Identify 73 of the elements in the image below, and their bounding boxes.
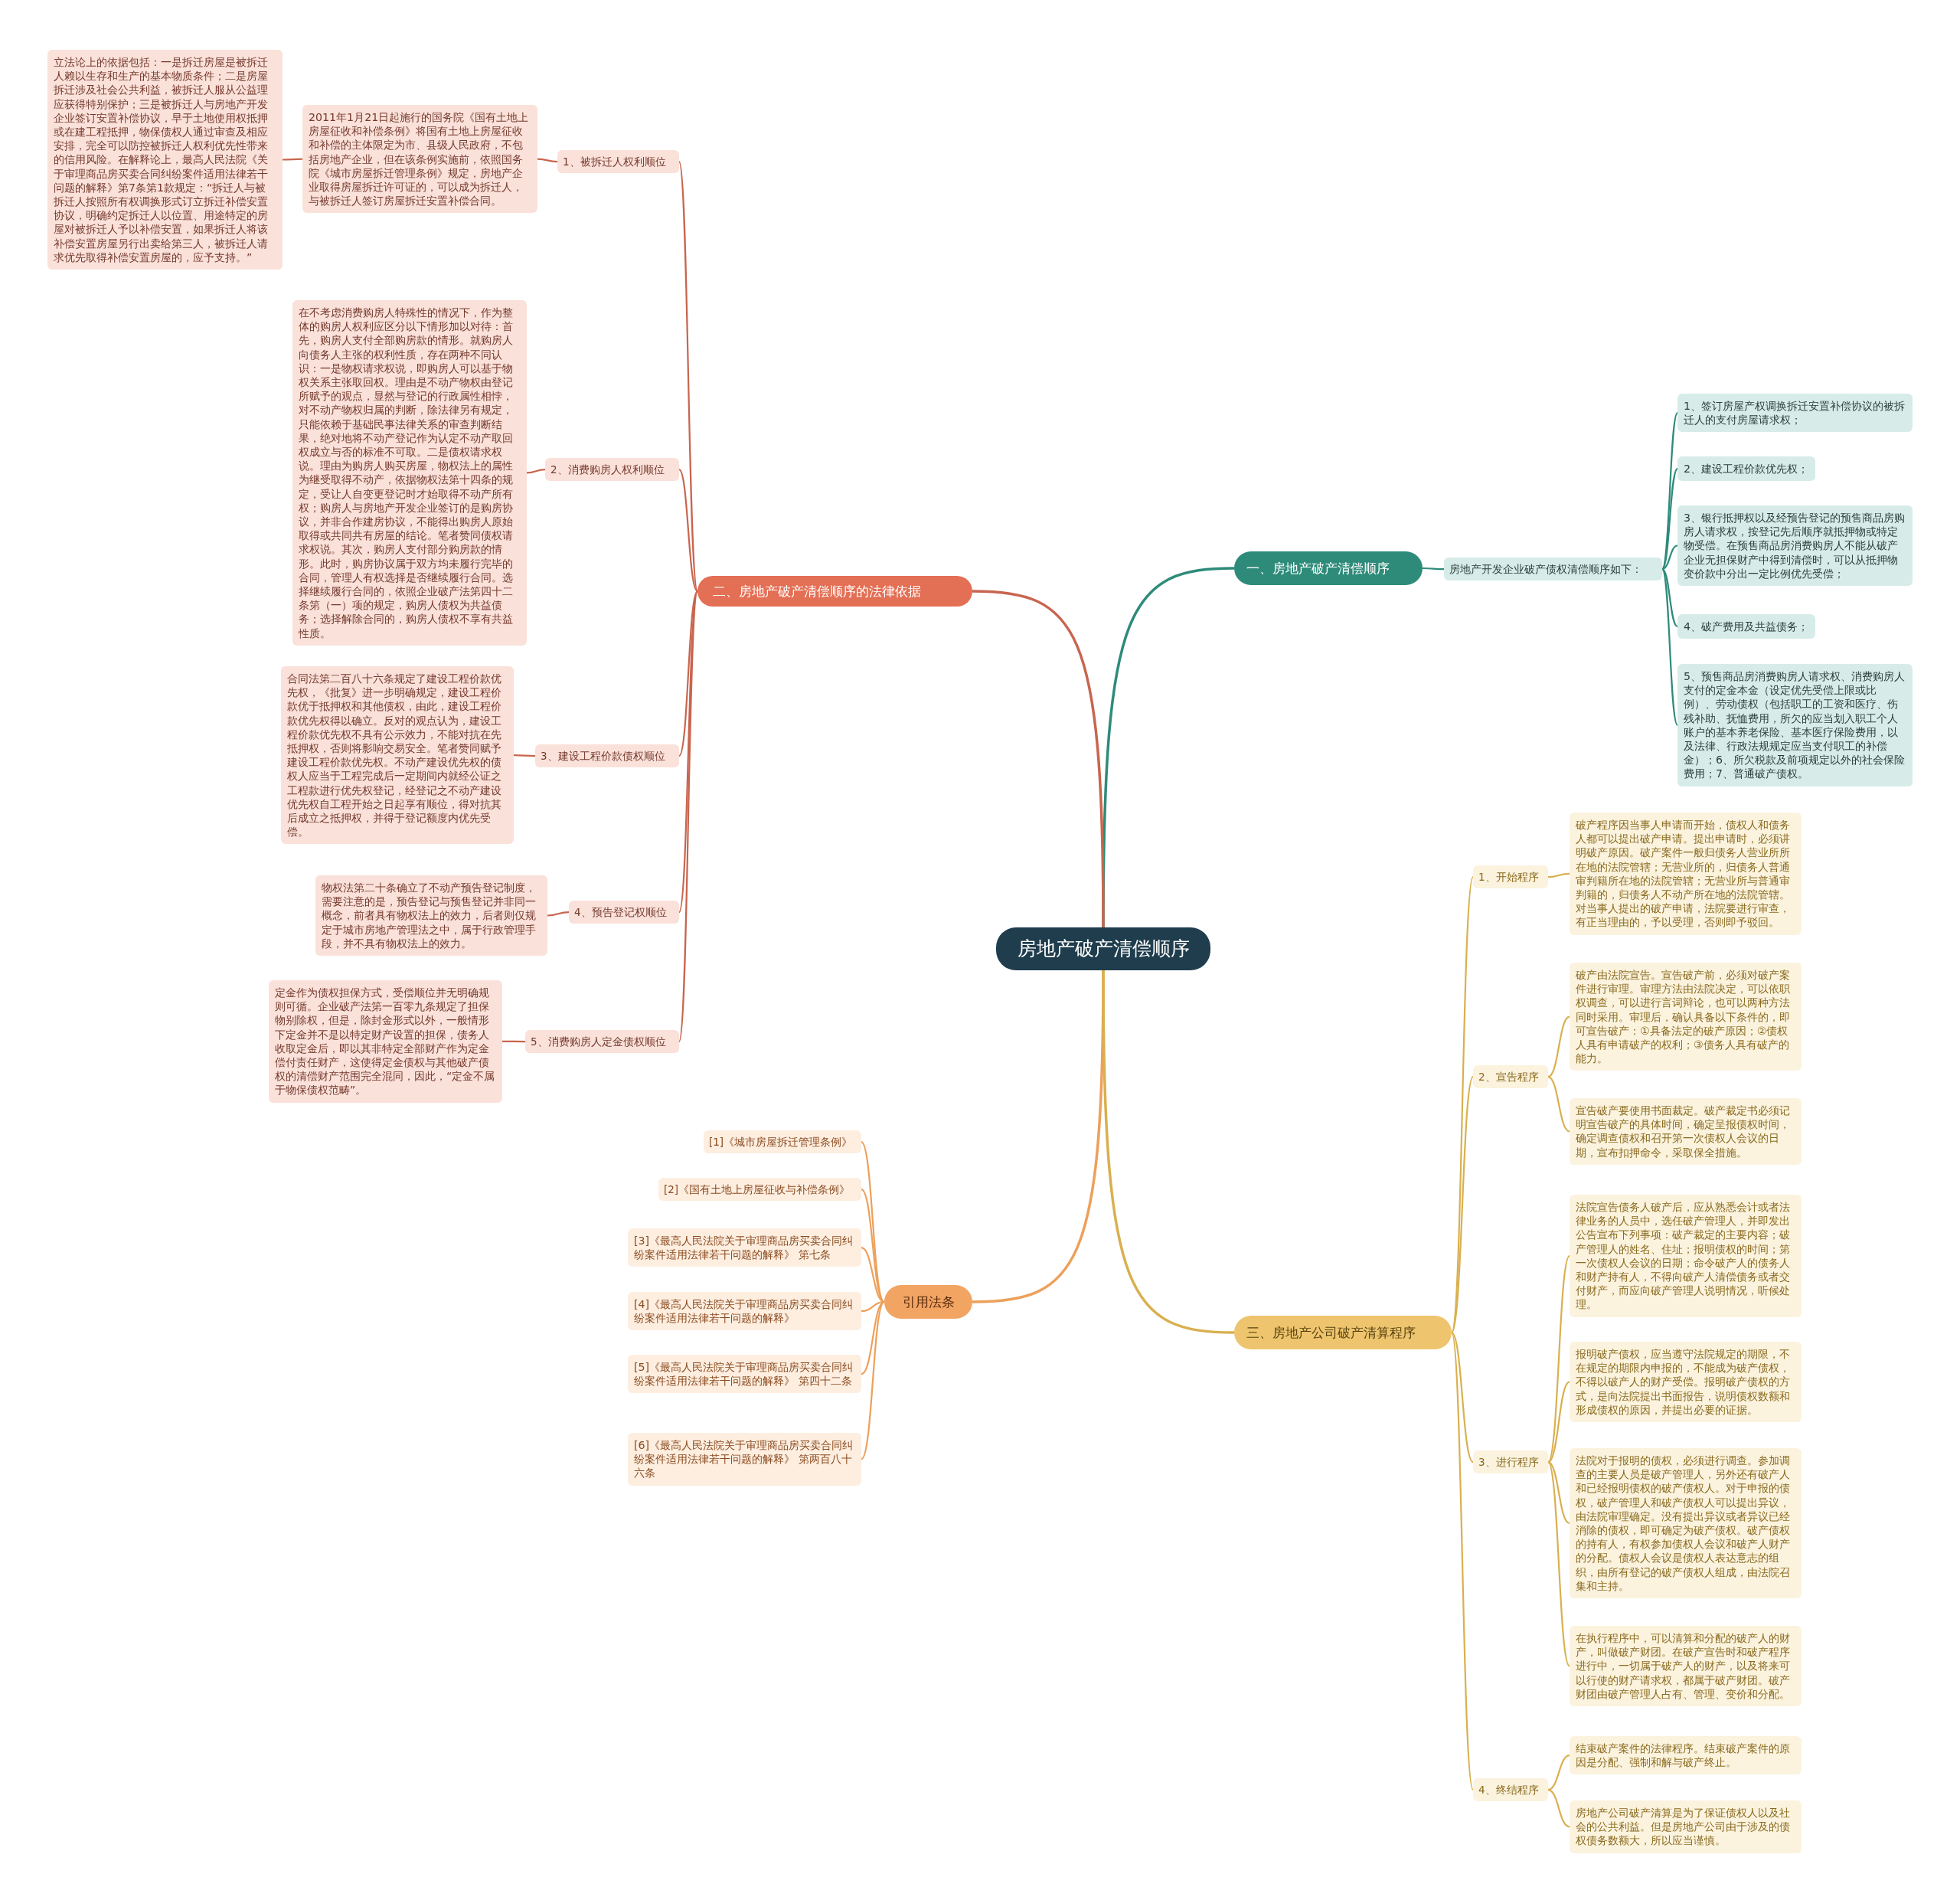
note-box: 在执行程序中，可以清算和分配的破产人的财产，叫做破产财团。在破产宣告时和破产程序进行中，一切属于破产人的财产，以及将来可以行使的财产请求权，都属于破产财团。破产财团由破产管理人占有、管理、变价和分配。 [1570, 1626, 1802, 1706]
connector-line [1547, 1255, 1570, 1463]
note-box: 宣告破产要使用书面裁定。破产裁定书必须记明宣告破产的具体时间，确定呈报债权时间，确定调查债权和召开第一次债权人会议的日期，宣布扣押命令，采取保全措施。 [1570, 1098, 1802, 1165]
connector-line [1547, 872, 1570, 878]
branch-topic: 三、房地产公司破产清算程序 [1234, 1316, 1452, 1349]
note-box: 在不考虑消费购房人特殊性的情况下，作为整体的购房人权利应区分以下情形加以对待：首先，购房人支付全部购房款的情形。就购房人向债务人主张的权利性质，存在两种不同认识：一是物权请求权说，即购房人可以基于物权关系主张取回权。理由是不动产物权由登记所赋予的观点，显然与登记的行政属性相悖，对不动产物权归属的判断，除法律另有规定，只能依赖于基础民事法律关系的审查判断结果，绝对地将不动产登记作为认定不动产取回权成立与否的标准不可取。二是债权请求权说。理由为购房人购买房屋，物权法上的属性为继受取得不动产，依据物权法第十四条的规定，受让人自变更登记时才始取得不动产所有权；购房人与房地产开发企业签订的是购房协议，并非合作建房协议，不能得出购房人原始取得或共同共有房屋的结论。笔者赞同债权请求权说。其次，购房人支付部分购房款的情形。此时，购房协议属于双方均未履行完毕的合同，管理人有权选择是否继续履行合同。选择继续履行合同的，依照企业破产法第四十二条第（一）项的规定，购房人债权为共益债务；选择解除合同的，购房人债权不享有共益性质。 [292, 300, 527, 646]
subtopic-box: 1、被拆迁人权利顺位 [557, 150, 679, 174]
reference-box: [6]《最高人民法院关于审理商品房买卖合同纠纷案件适用法律若干问题的解释》 第两百八十六条 [628, 1433, 861, 1486]
reference-box: [1]《城市房屋拆迁管理条例》 [704, 1130, 861, 1154]
note-box: 定金作为债权担保方式，受偿顺位并无明确规则可循。企业破产法第一百零九条规定了担保物别除权，但是，除封金形式以外，一般情形下定金并不是以特定财产设置的担保，债务人收取定金后，即以其非特定全部财产作为定金偿付责任财产，这使得定金债权与其他破产债权的清偿财产范围完全混同，因此，“定金不属于物保债权范畴”。 [269, 980, 502, 1103]
connector-line [678, 590, 699, 913]
connector-line [537, 158, 558, 163]
note-box: 1、签订房屋产权调换拆迁安置补偿协议的被拆迁人的支付房屋请求权； [1677, 394, 1913, 433]
note-box: 合同法第二百八十六条规定了建设工程价款优先权，《批复》进一步明确规定，建设工程价款优于抵押权和其他债权，由此，建设工程价款优先权得以确立。反对的观点认为，建设工程价款优先权不具有公示效力，不能对抗在先抵押权，否则将影响交易安全。笔者赞同赋予建设工程价款优先权。不动产建设优先权的债权人应当于工程完成后一定期间内就经公证之工程款进行优先权登记，经登记之不动产建设优先权自工程开始之日起享有顺位，得对抗其后成立之抵押权，并得于登记额度内优先受偿。 [281, 666, 514, 845]
connector-line [283, 158, 302, 161]
note-box: 3、银行抵押权以及经预告登记的预售商品房购房人请求权，按登记先后顺序就抵押物或特定物受偿。在预售商品房消费购房人不能从破产企业无担保财产中得到清偿时，可以从抵押物变价款中分出一定比例优先受偿； [1677, 505, 1913, 586]
connector-line [1547, 1461, 1570, 1524]
note-box: 立法论上的依据包括：一是拆迁房屋是被拆迁人赖以生存和生产的基本物质条件；二是房屋拆迁涉及社会公共利益，被拆迁人服从公益理应获得特别保护；三是被拆迁人与房地产开发企业签订安置补偿协议，早于土地使用权抵押或在建工程抵押，物保债权人通过审查及相应安排，完全可以防控被拆迁人权利优先性带来的信用风险。在解释论上，最高人民法院《关于审理商品房买卖合同纠纷案件适用法律若干问题的解释》第7条第1款规定：“拆迁人与被拆迁人按照所有权调换形式订立拆迁补偿安置协议，明确约定拆迁人以位置、用途特定的房屋对被拆迁人予以补偿安置，如果拆迁人将该补偿安置房屋另行出卖给第三人，被拆迁人请求优先取得补偿安置房屋的，应予支持。” [47, 50, 283, 270]
connector-line [678, 469, 698, 592]
connector-line [1547, 1789, 1570, 1828]
connector-line [861, 1189, 885, 1303]
note-box: 结束破产案件的法律程序。结束破产案件的原因是分配、强制和解与破产终止。 [1570, 1736, 1802, 1775]
note-box: 法院对于报明的债权，必须进行调查。参加调查的主要人员是破产管理人，另外还有破产人和已经报明债权的破产债权人。对于申报的债权，破产管理人和破产债权人可以提出异议，由法院审理确定。没有提出异议或者异议已经消除的债权，即可确定为破产债权。破产债权的持有人，有权参加债权人会议和破产人财产的分配。债权人会议是债权人表达意志的组织，由所有登记的破产债权人组成，由法院召集和主持。 [1570, 1448, 1802, 1599]
connector-line [1547, 1015, 1570, 1078]
connector-line [1423, 567, 1444, 571]
subtopic-box: 2、宣告程序 [1473, 1065, 1548, 1089]
connector-line [526, 469, 546, 474]
connector-line [1547, 1461, 1570, 1667]
note-box: 法院宣告债务人破产后，应从熟悉会计或者法律业务的人员中，选任破产管理人，并即发出公告宣布下列事项：破产裁定的主要内容；破产管理人的姓名、住址；报明债权的时间；第一次债权人会议的日期；命令破产人的债务人和财产持有人，不得向破产人清偿债务或者交付财产，而应向破产管理人说明情况，听候处理。 [1570, 1195, 1802, 1317]
connector-line [1661, 568, 1678, 627]
subtopic-box: 1、开始程序 [1473, 865, 1548, 889]
note-box: 破产程序因当事人申请而开始，债权人和债务人都可以提出破产申请。提出申请时，必须讲明破产原因。破产案件一般归债务人营业所所在地的法院管辖；无营业所的，归债务人普通审判籍所在地的法院管辖；无营业所与普通审判籍的，归债务人不动产所在地的法院管辖。对当事人提出的破产申请，法院要进行审查，有正当理由的，予以受理，否则即予驳回。 [1570, 813, 1802, 935]
connector-line [972, 590, 1105, 927]
connector-line [678, 590, 698, 757]
reference-box: [4]《最高人民法院关于审理商品房买卖合同纠纷案件适用法律若干问题的解释》 [628, 1292, 861, 1331]
connector-line [1547, 1381, 1570, 1463]
connector-line [1547, 1076, 1570, 1133]
subtopic-box: 房地产开发企业破产债权清偿顺序如下： [1444, 558, 1662, 581]
note-box: 2、建设工程价款优先权； [1677, 456, 1815, 482]
connector-line [514, 754, 535, 757]
central-topic: 房地产破产清偿顺序 [996, 927, 1210, 970]
reference-box: [2]《国有土地上房屋征收与补偿条例》 [658, 1178, 861, 1202]
connector-line [1661, 468, 1678, 570]
subtopic-box: 5、消费购房人定金债权顺位 [525, 1030, 679, 1054]
connector-line [1451, 1332, 1474, 1463]
subtopic-box: 3、建设工程价款债权顺位 [535, 744, 679, 768]
connector-line [861, 1301, 885, 1375]
connector-line [1661, 544, 1678, 571]
connector-line [1661, 568, 1678, 726]
note-box: 破产由法院宣告。宣告破产前，必须对破产案件进行审理。审理方法由法院决定，可以依职权调查，可以进行言词辩论，也可以两种方法同时采用。审理后，确认具备以下条件的，即可宣告破产：①具备法定的破产原因；②债权人具有申请破产的权利；③债务人具有破产的能力。 [1570, 963, 1802, 1071]
note-box: 物权法第二十条确立了不动产预告登记制度，需要注意的是，预告登记与预售登记并非同一概念，前者具有物权法上的效力，后者则仅规定于城市房地产管理法之中，属于行政管理手段，并不具有物权法上的效力。 [315, 875, 547, 956]
connector-line [1451, 1076, 1474, 1333]
connector-line [1547, 1754, 1570, 1791]
note-box: 5、预售商品房消费购房人请求权、消费购房人支付的定金本金（设定优先受偿上限或比例）、劳动债权（包括职工的工资和医疗、伤残补助、抚恤费用，所欠的应当划入职工个人账户的基本养老保险、基本医疗保险费用，以及法律、行政法规规定应当支付职工的补偿金）；6、所欠税款及前项规定以外的社会保险费用；7、普通破产债权。 [1677, 664, 1913, 786]
note-box: 报明破产债权，应当遵守法院规定的期限，不在规定的期限内申报的，不能成为破产债权，不得以破产人的财产受偿。报明破产债权的方式，是向法院提出书面报告，说明债权数额和形成债权的原因，并提出必要的证据。 [1570, 1342, 1802, 1422]
connector-line [678, 161, 699, 592]
connector-line [1450, 1332, 1475, 1790]
connector-line [547, 911, 570, 917]
branch-topic: 二、房地产破产清偿顺序的法律依据 [697, 576, 972, 607]
note-box: 4、破产费用及共益债务； [1677, 614, 1815, 639]
reference-box: [5]《最高人民法院关于审理商品房买卖合同纠纷案件适用法律若干问题的解释》 第四十二条 [628, 1355, 861, 1394]
subtopic-box: 2、消费购房人权利顺位 [545, 458, 679, 482]
connector-line [1102, 970, 1235, 1334]
branch-topic: 一、房地产破产清偿顺序 [1234, 551, 1423, 585]
note-box: 2011年1月21日起施行的国务院《国有土地上房屋征收和补偿条例》将国有土地上房屋征收和补偿的主体限定为市、县级人民政府，不包括房地产企业，但在该条例实施前，依照国务院《城市房屋拆迁管理条例》规定，房地产企业取得房屋拆迁许可证的，可以成为拆迁人，与被拆迁人签订房屋拆迁安置补偿合同。 [302, 105, 537, 214]
note-box: 房地产公司破产清算是为了保证债权人以及社会的公共利益。但是房地产公司由于涉及的债权债务数额大，所以应当谨慎。 [1570, 1800, 1802, 1853]
subtopic-box: 3、进行程序 [1473, 1450, 1548, 1474]
connector-line [861, 1301, 885, 1460]
subtopic-box: 4、预告登记权顺位 [569, 901, 679, 924]
branch-topic: 引用法条 [884, 1285, 972, 1319]
connector-line [502, 1040, 525, 1043]
reference-box: [3]《最高人民法院关于审理商品房买卖合同纠纷案件适用法律若干问题的解释》 第七条 [628, 1228, 861, 1267]
subtopic-box: 4、终结程序 [1473, 1778, 1548, 1802]
